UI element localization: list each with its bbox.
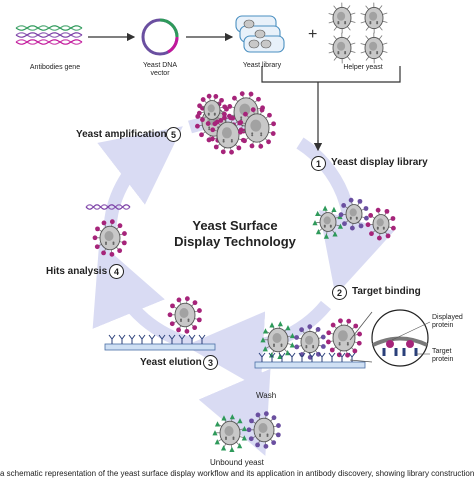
step-1-badge: 1 <box>311 156 326 171</box>
magnified-inset <box>349 309 431 367</box>
label-target-protein: Target protein <box>432 348 454 363</box>
library-yeast-magenta <box>365 207 396 241</box>
antibodies-gene-dna <box>15 25 83 45</box>
binding-yeast-purple <box>294 324 326 360</box>
label-yeast-library: Yeast library <box>242 62 282 69</box>
yeast-dna-vector <box>141 18 179 56</box>
eluted-yeast <box>167 296 202 334</box>
label-displayed-protein: Displayed protein <box>432 314 463 329</box>
library-yeast-purple <box>338 197 369 231</box>
cycle-arrow-1-2 <box>296 137 395 296</box>
label-yeast-dna-vector: Yeast DNA vector <box>143 62 177 77</box>
bracket-connector <box>261 66 401 148</box>
helper-yeast-cell <box>328 32 356 64</box>
step-5-label: Yeast amplification <box>76 129 167 140</box>
binding-surface <box>254 352 366 369</box>
helper-yeast-cell <box>360 2 388 34</box>
yeast-cells <box>92 2 396 452</box>
step-1-label: Yeast display library <box>331 157 428 168</box>
helper-yeast-cell <box>328 2 356 34</box>
library-yeast-green <box>312 205 344 239</box>
step-3-label: Yeast elution <box>140 357 202 368</box>
label-helper-yeast: Helper yeast <box>343 64 383 71</box>
hits-dna <box>85 204 131 210</box>
label-unbound-yeast: Unbound yeast <box>210 458 264 467</box>
amplified-yeast-cell <box>196 93 228 127</box>
wash-arrow <box>198 367 271 456</box>
binding-yeast-magenta <box>325 318 363 358</box>
unbound-yeast-green <box>212 414 248 452</box>
step-4-badge: 4 <box>109 264 124 279</box>
unbound-yeast-purple <box>246 411 281 449</box>
label-wash: Wash <box>256 391 277 400</box>
label-antibodies-gene: Antibodies gene <box>29 64 81 71</box>
yeast-library-plates <box>235 15 285 53</box>
binding-yeast-green <box>260 321 296 359</box>
amplified-yeast-cell <box>209 115 247 155</box>
center-title: Yeast Surface Display Technology <box>150 218 320 250</box>
center-title-line2: Display Technology <box>174 234 296 249</box>
plus-sign: + <box>308 26 318 43</box>
figure-caption: a schematic representation of the yeast … <box>0 469 474 478</box>
amplified-yeast-cell <box>238 107 276 149</box>
cycle-arrow-4-5 <box>97 126 183 231</box>
step-5-badge: 5 <box>166 127 181 142</box>
elution-surface <box>104 334 216 351</box>
step-3-badge: 3 <box>203 355 218 370</box>
step-4-label: Hits analysis <box>46 266 108 277</box>
helper-yeast-cell <box>360 32 388 64</box>
hits-yeast <box>92 219 127 257</box>
step-2-badge: 2 <box>332 285 347 300</box>
center-title-line1: Yeast Surface <box>192 218 278 233</box>
cycle-arrow-3-4 <box>92 241 194 351</box>
step-2-label: Target binding <box>352 286 421 297</box>
